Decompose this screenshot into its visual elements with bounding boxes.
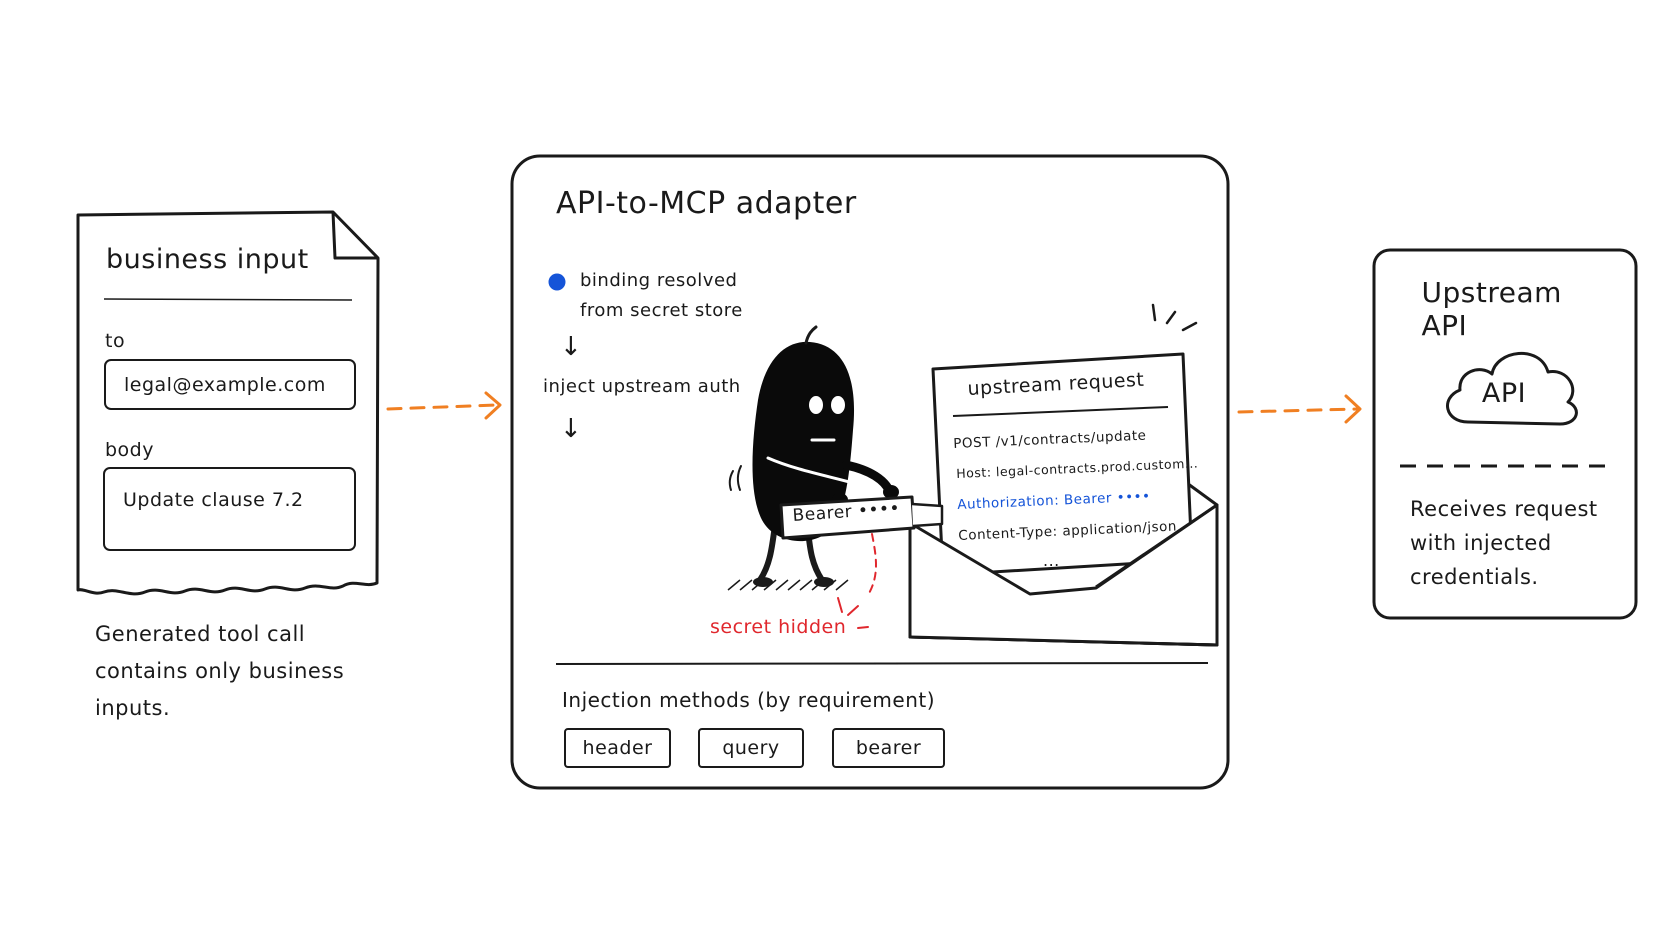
bearer-token-bar [779,495,944,540]
secret-hidden-label: secret hidden [710,616,847,638]
upstream-desc-line-3: credentials. [1410,565,1539,589]
document-fold-corner [331,211,378,260]
binding-status-dot [548,273,566,291]
cloud-api-label: API [1481,378,1527,409]
envelope-fold-lines [909,503,1218,596]
injection-methods-title: Injection methods (by requirement) [562,688,936,712]
inject-auth-step: inject upstream auth [543,376,741,397]
body-field-label: body [105,439,154,461]
body-field-value: Update clause 7.2 [123,489,304,511]
adapter-divider [555,662,1209,665]
envelope-bottom-edge [909,635,1218,647]
method-header-label: header [582,737,653,759]
method-query-pill[interactable]: query [698,728,804,768]
caption-line-3: inputs. [95,696,171,720]
flow-arrow-to-adapter [386,391,502,420]
upstream-api-box [1372,248,1638,620]
method-bearer-label: bearer [855,737,922,759]
adapter-title: API-to-MCP adapter [556,186,857,221]
to-field-label: to [105,330,126,352]
binding-resolved-step: binding resolved from secret store [580,266,743,326]
method-query-label: query [722,737,780,759]
caption-line-1: Generated tool call [95,622,306,646]
upstream-api-title: Upstream API [1421,276,1562,342]
down-arrow-icon: ↓ [560,332,583,362]
envelope-pocket-fill [912,508,1215,643]
adapter-box [510,154,1230,790]
down-arrow-icon: ↓ [560,414,583,444]
method-bearer-pill[interactable]: bearer [832,728,945,768]
body-field[interactable]: Update clause 7.2 [103,467,356,551]
upstream-desc-line-2: with injected [1410,531,1552,555]
cloud-icon [1446,352,1578,426]
motion-marks [1151,303,1198,332]
to-field-value: legal@example.com [124,373,326,396]
secret-hidden-lines [837,533,877,629]
binding-line-2: from secret store [580,300,743,321]
binding-line-1: binding resolved [580,270,738,291]
flow-arrow-to-upstream [1237,394,1362,424]
upstream-description: Receives request with injected credentia… [1410,492,1598,594]
business-input-title: business input [106,244,309,275]
business-input-caption: Generated tool call contains only busine… [95,616,344,727]
adapter-character [727,325,899,591]
method-header-pill[interactable]: header [564,728,671,768]
request-ellipsis: ... [1043,551,1060,570]
document-title-underline [103,298,353,301]
upstream-desc-line-1: Receives request [1410,497,1598,521]
request-title-underline [952,406,1169,417]
caption-line-2: contains only business [95,659,345,683]
to-field[interactable]: legal@example.com [104,359,356,410]
